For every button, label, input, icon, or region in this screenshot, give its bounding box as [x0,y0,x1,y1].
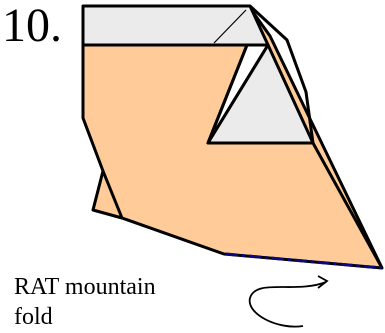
step-number: 10. [2,0,62,52]
top-flap-crease [213,9,247,44]
inner-fold-edge [206,44,249,144]
mountain-fold-line [225,252,383,270]
instruction-line-2: fold [14,304,53,330]
left-flap-edge [101,170,124,219]
fold-arrow-head [317,275,329,289]
paper-right-edge [248,4,384,269]
instruction-text: RAT mountain fold [14,272,244,332]
paper-top-flap-back [81,4,270,47]
fold-arrow [249,281,327,328]
paper-right-flap-back [206,43,315,145]
instruction-line-1: RAT mountain [14,274,156,300]
